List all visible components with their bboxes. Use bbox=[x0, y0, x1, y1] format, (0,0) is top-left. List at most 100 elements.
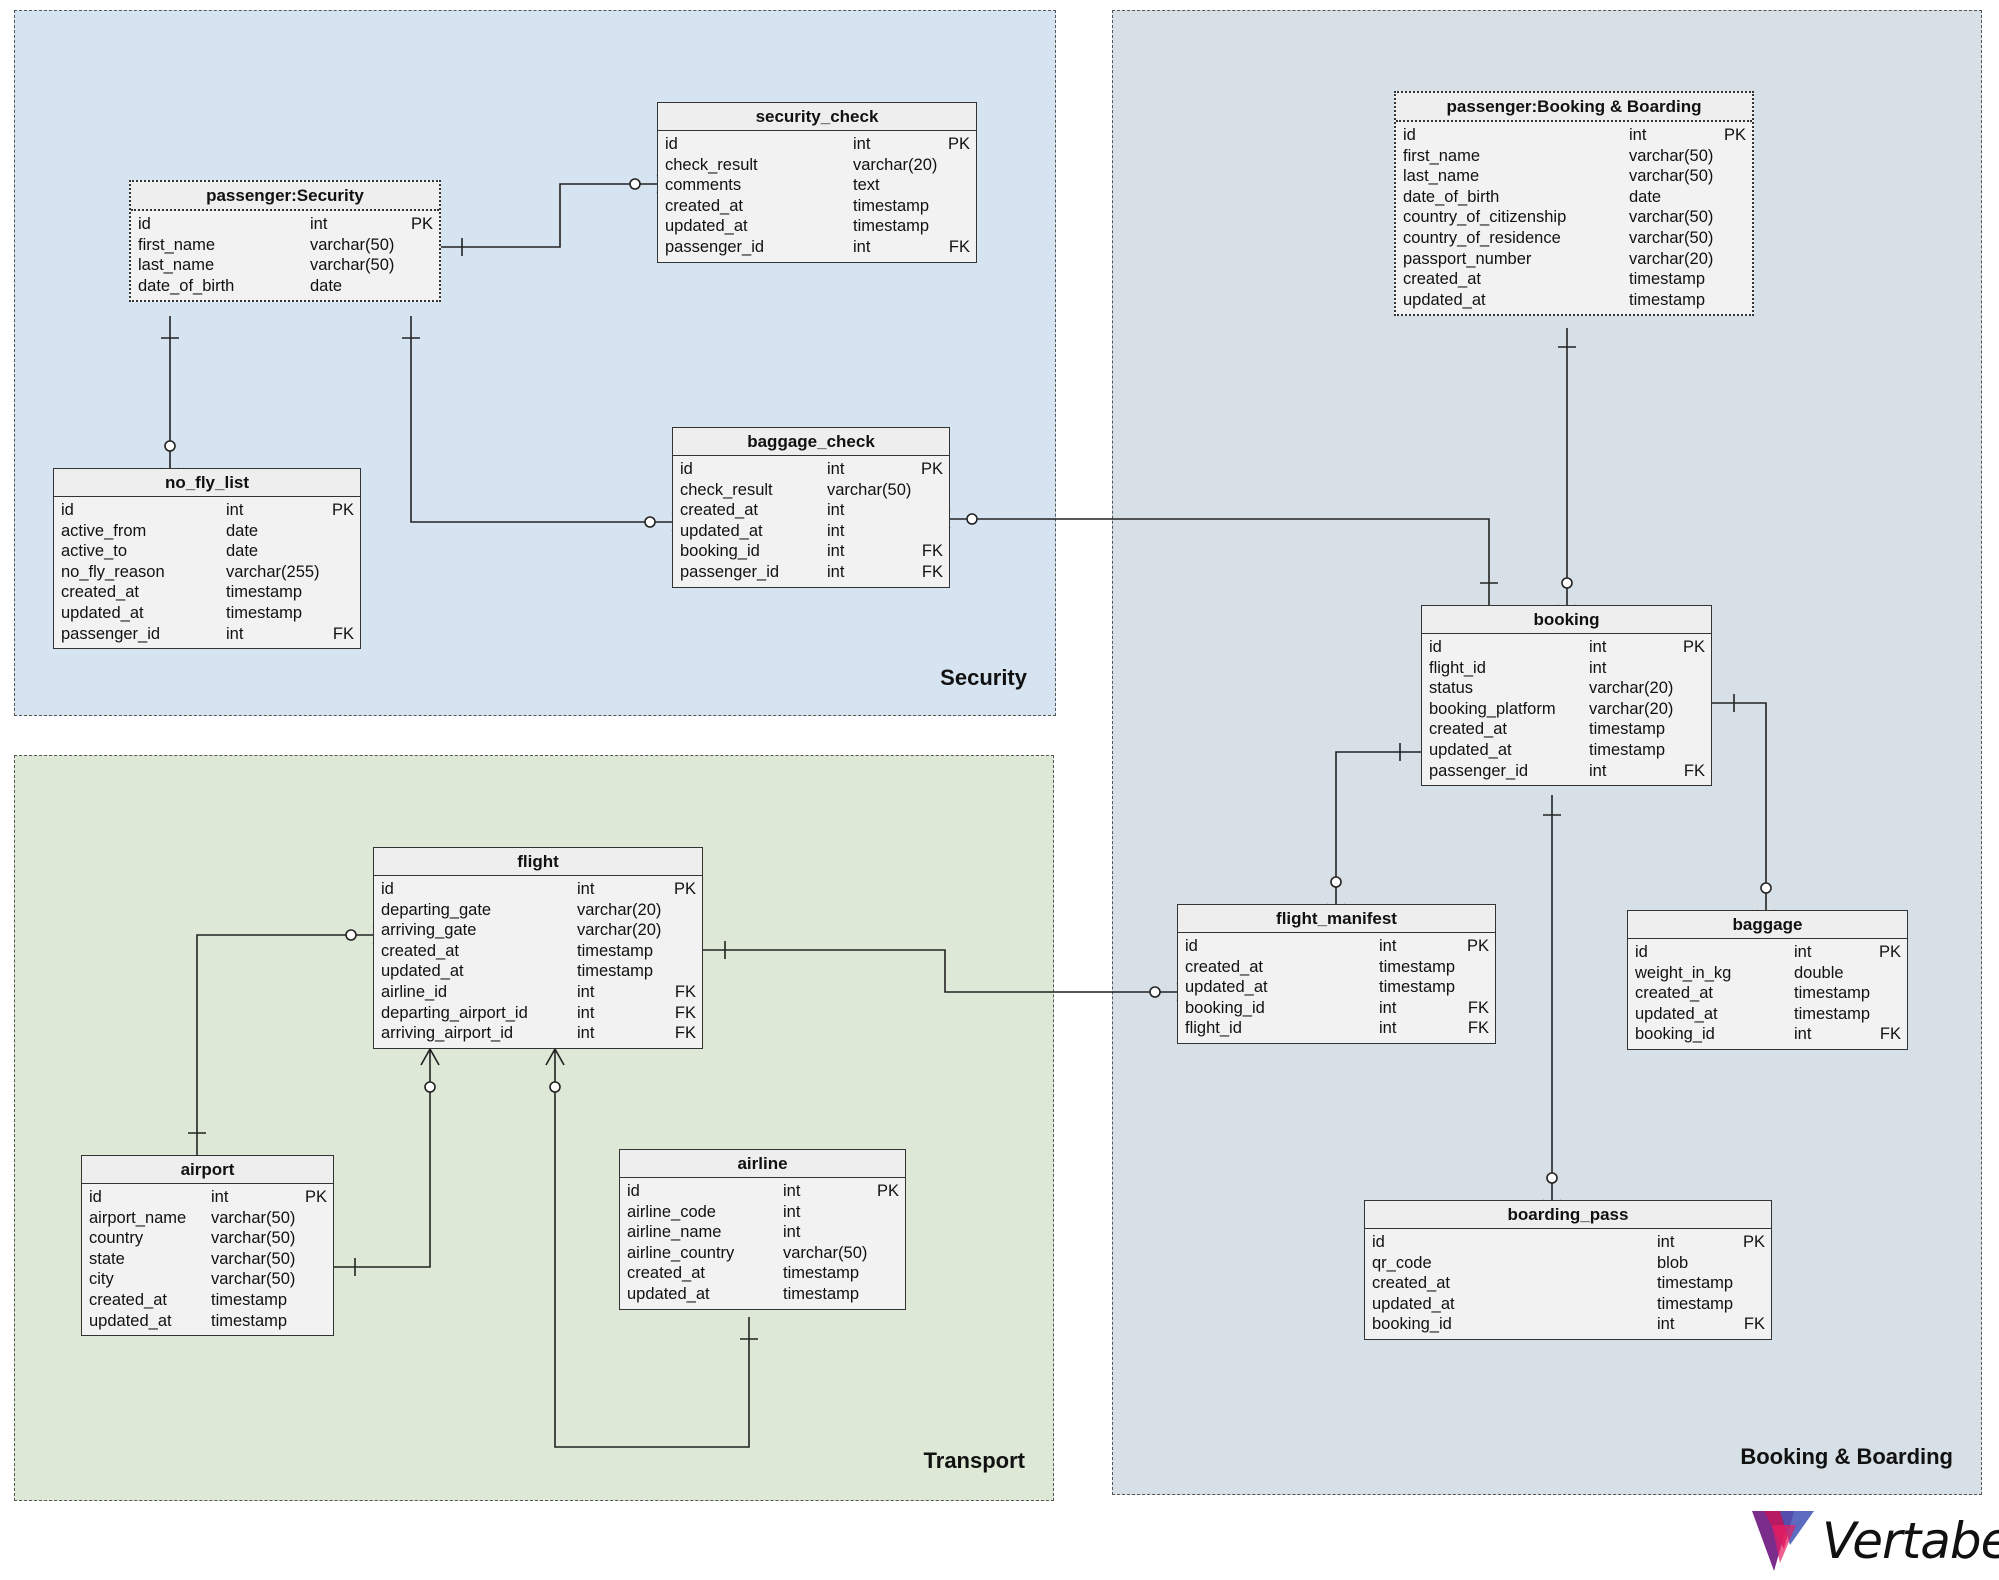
table-name[interactable]: flight_manifest bbox=[1178, 905, 1495, 933]
table-name[interactable]: boarding_pass bbox=[1365, 1201, 1771, 1229]
table-name[interactable]: passenger:Booking & Boarding bbox=[1396, 93, 1752, 122]
table-name[interactable]: airport bbox=[82, 1156, 333, 1184]
table-name[interactable]: passenger:Security bbox=[131, 182, 439, 211]
table-name[interactable]: no_fly_list bbox=[54, 469, 360, 497]
table-name[interactable]: baggage bbox=[1628, 911, 1907, 939]
column-type: int bbox=[577, 982, 595, 1001]
table-name[interactable]: baggage_check bbox=[673, 428, 949, 456]
table-name[interactable]: booking bbox=[1422, 606, 1711, 634]
table-name[interactable]: airline bbox=[620, 1150, 905, 1178]
table-name[interactable]: flight bbox=[374, 848, 702, 876]
table-name[interactable]: security_check bbox=[658, 103, 976, 131]
